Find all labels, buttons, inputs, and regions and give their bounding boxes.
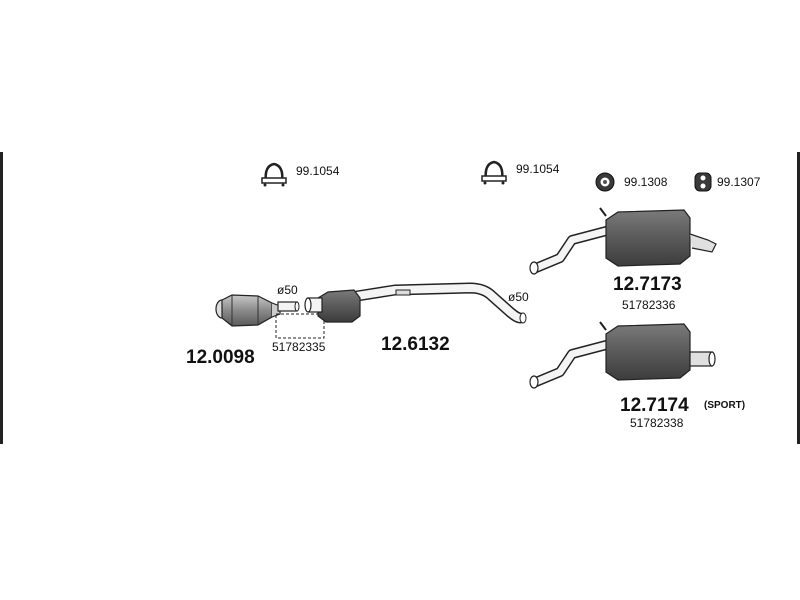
rear-oe-number: 51782336 (622, 298, 676, 312)
center-muffler-assembly (304, 282, 527, 324)
connector-dashed-box (275, 313, 325, 339)
diameter-mid-label: ø50 (508, 290, 529, 304)
frame-right-border (797, 152, 800, 444)
sport-oe-number: 51782338 (630, 416, 684, 430)
catalyst-part-number: 12.0098 (186, 347, 255, 368)
clamp-icon (261, 162, 287, 187)
sport-part-number: 12.7174 (620, 395, 689, 416)
rubber-hanger-block-icon (694, 172, 712, 192)
hanger-2-label: 99.1307 (717, 175, 761, 189)
sport-suffix: (SPORT) (704, 400, 746, 411)
clamp-2-label: 99.1054 (516, 162, 560, 176)
rear-part-number: 12.7173 (613, 274, 682, 295)
diameter-front-label: ø50 (277, 283, 298, 297)
catalytic-converter (215, 294, 281, 327)
frame-left-border (0, 152, 3, 444)
hanger-1-label: 99.1308 (624, 175, 668, 189)
sport-rear-muffler (529, 321, 716, 389)
connector-pipe (277, 301, 300, 312)
clamp-1-label: 99.1054 (296, 164, 340, 178)
clamp-icon (481, 160, 507, 185)
center-part-number: 12.6132 (381, 334, 450, 355)
rubber-hanger-ring-icon (595, 172, 615, 192)
connector-oe-number: 51782335 (272, 340, 326, 354)
rear-muffler (529, 207, 717, 275)
